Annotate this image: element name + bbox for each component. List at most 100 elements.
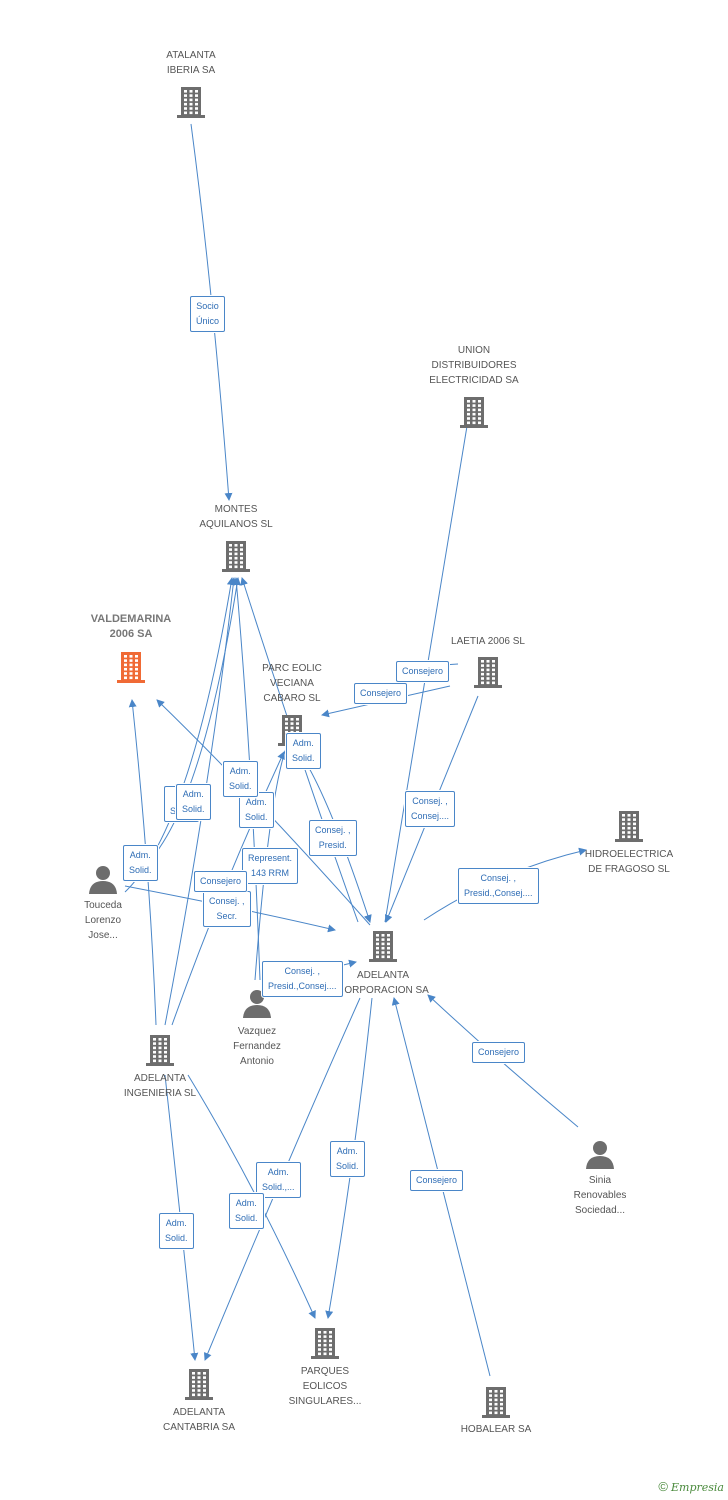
node-label-line: LAETIA 2006 SL bbox=[451, 636, 525, 647]
node-label-line: Antonio bbox=[240, 1056, 274, 1067]
edge-label-vazquez-to-montes[interactable]: Adm. Solid. bbox=[239, 792, 274, 828]
edge-label-laetia-to-corp[interactable]: Consej. , Consej.... bbox=[405, 791, 456, 827]
copyright-symbol: © bbox=[658, 1479, 668, 1494]
edge-label-corp-to-montes[interactable]: Consej. , Presid. bbox=[309, 820, 357, 856]
edge-label-line: Secr. bbox=[216, 911, 238, 921]
building-icon[interactable] bbox=[471, 655, 505, 694]
edge-label-line: Adm. bbox=[129, 850, 151, 860]
node-label-line: ATALANTA bbox=[166, 50, 216, 61]
edge-label-line: Adm. bbox=[235, 1198, 257, 1208]
node-label-line: Lorenzo bbox=[84, 915, 122, 926]
edge-label-touceda-to-montes[interactable]: Adm.Solid. bbox=[176, 784, 211, 820]
node-label-line: DE FRAGOSO SL bbox=[588, 864, 670, 875]
edge-label-vazquez-to-corp[interactable]: Consej. ,Presid.,Consej.... bbox=[262, 961, 343, 997]
edge-label-laetia-to-parc[interactable]: Consejero bbox=[354, 683, 408, 704]
building-icon[interactable] bbox=[174, 85, 208, 124]
node-label[interactable]: ATALANTA IBERIA SA bbox=[121, 48, 261, 78]
node-label-line: Sinia bbox=[588, 1175, 612, 1186]
building-icon[interactable] bbox=[219, 539, 253, 578]
node-label-line: PARQUES bbox=[300, 1366, 350, 1377]
building-icon[interactable] bbox=[308, 1326, 342, 1365]
node-label-line: Sociedad... bbox=[574, 1205, 626, 1216]
edge-label-corp-to-hidro[interactable]: Consej. , Presid.,Consej.... bbox=[458, 868, 539, 904]
edge-label-line: Consej. , bbox=[284, 966, 321, 976]
node-label-line: HOBALEAR SA bbox=[460, 1424, 532, 1435]
building-icon[interactable] bbox=[114, 650, 148, 689]
edge-label-line: Represent. bbox=[248, 853, 293, 863]
edge-label-laetia-to-parc[interactable]: Consejero bbox=[396, 661, 450, 682]
edge-label-line: Adm. bbox=[229, 766, 251, 776]
building-icon[interactable] bbox=[479, 1385, 513, 1424]
edge-label-line: Consejero bbox=[416, 1175, 458, 1185]
edge-label-line: Consejero bbox=[478, 1047, 520, 1057]
node-label-line: HIDROELECTRICA bbox=[584, 849, 674, 860]
node-label[interactable]: HOBALEAR SA bbox=[426, 1422, 566, 1437]
edge-label-line: Consejero bbox=[360, 688, 402, 698]
edge-ingenieria-to-parques bbox=[187, 1074, 316, 1319]
edge-label-line: Consej. , bbox=[412, 796, 448, 806]
node-label-line: CANTABRIA SA bbox=[162, 1422, 236, 1433]
edge-label-line: Consej. , bbox=[315, 825, 351, 835]
edge-label-line: Presid. bbox=[318, 840, 347, 850]
person-icon[interactable] bbox=[86, 865, 120, 900]
edge-label-ingenieria-to-cantabria[interactable]: Adm.Solid. bbox=[159, 1213, 194, 1249]
edge-label-line: Solid. bbox=[129, 865, 152, 875]
node-label-line: ADELANTA bbox=[356, 970, 410, 981]
node-label-line: 2006 SA bbox=[109, 628, 153, 640]
node-label-line: ELECTRICIDAD SA bbox=[429, 375, 519, 386]
edge-label-vazquez-to-parc[interactable]: Represent. 143 RRM bbox=[242, 848, 299, 884]
edge-label-line: Solid. bbox=[245, 812, 268, 822]
building-icon[interactable] bbox=[612, 809, 646, 848]
edge-label-sinia-to-corp[interactable]: Consejero bbox=[472, 1042, 526, 1063]
edge-label-line: Consej. , bbox=[480, 873, 517, 883]
edge-label-line: Solid. bbox=[292, 753, 315, 763]
node-label-line: INGENIERIA SL bbox=[123, 1088, 197, 1099]
person-icon[interactable] bbox=[583, 1140, 617, 1175]
edge-label-corp-to-parques[interactable]: Adm.Solid. bbox=[330, 1141, 365, 1177]
node-label[interactable]: HIDROELECTRICA DE FRAGOSO SL bbox=[559, 847, 699, 877]
edge-label-line: Socio bbox=[196, 301, 219, 311]
node-label-line: EOLICOS bbox=[302, 1381, 348, 1392]
edge-label-line: Adm. bbox=[245, 797, 267, 807]
edge-label-line: Presid.,Consej.... bbox=[464, 888, 533, 898]
edge-label-line: Solid. bbox=[165, 1233, 188, 1243]
edge-label-ingenieria-to-parc[interactable]: Consejero bbox=[194, 871, 248, 892]
edge-label-line: 143 RRM bbox=[251, 868, 290, 878]
edge-label-touceda-to-corp[interactable]: Consej. ,Secr. bbox=[203, 891, 251, 927]
node-label-line: IBERIA SA bbox=[166, 65, 216, 76]
node-label-line: PARC EOLIC bbox=[262, 663, 322, 674]
node-label-line: SINGULARES... bbox=[288, 1396, 362, 1407]
node-label-line: Renovables bbox=[573, 1190, 627, 1201]
building-icon[interactable] bbox=[366, 929, 400, 968]
node-label[interactable]: PARQUES EOLICOS SINGULARES... bbox=[255, 1364, 395, 1409]
edge-label-line: Solid. bbox=[336, 1161, 359, 1171]
node-label[interactable]: LAETIA 2006 SL bbox=[418, 634, 558, 649]
edge-label-hobalear-to-corp[interactable]: Consejero bbox=[410, 1170, 464, 1191]
node-label-line: Touceda bbox=[84, 900, 122, 911]
edge-label-line: Único bbox=[196, 316, 220, 326]
person-icon[interactable] bbox=[240, 989, 274, 1024]
edge-label-corp-to-cantabria[interactable]: Adm.Solid.,... bbox=[256, 1162, 301, 1198]
building-icon[interactable] bbox=[143, 1033, 177, 1072]
edge-label-ingenieria-to-parques[interactable]: Adm.Solid. bbox=[229, 1193, 264, 1229]
footer-brand[interactable]: © Empresia bbox=[658, 1479, 724, 1494]
edge-label-line: Adm. bbox=[292, 738, 314, 748]
edge-label-line: Consej.... bbox=[411, 811, 450, 821]
building-icon[interactable] bbox=[457, 395, 491, 434]
node-label-line: MONTES bbox=[214, 504, 258, 515]
building-icon[interactable] bbox=[182, 1367, 216, 1406]
edge-label-corp-to-valdemarina[interactable]: Adm.Solid. bbox=[223, 761, 258, 797]
edge-label-parc-to-corp[interactable]: Adm. Solid. bbox=[286, 733, 321, 769]
edge-label-ingenieria-to-valdemarina[interactable]: Adm. Solid. bbox=[123, 845, 158, 881]
